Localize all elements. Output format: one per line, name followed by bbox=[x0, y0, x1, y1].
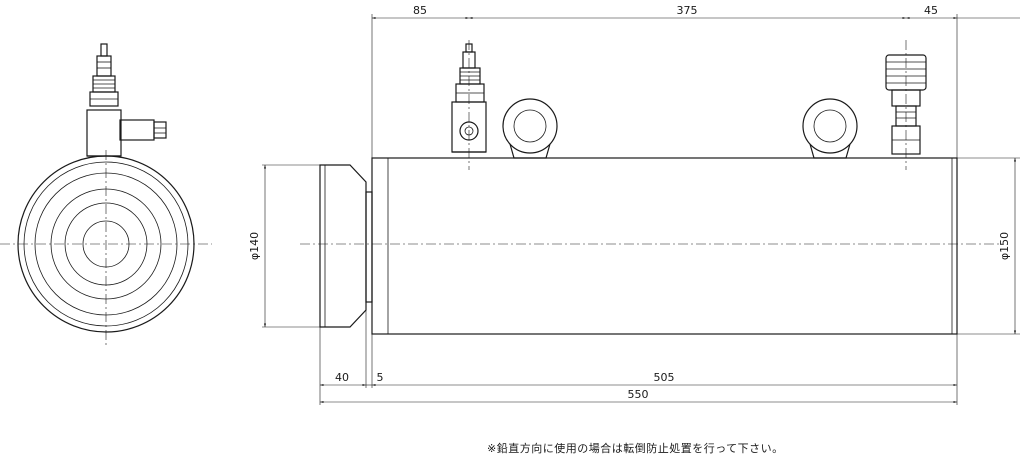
end-view bbox=[0, 43, 212, 345]
dim-top-85: 85 bbox=[413, 4, 427, 17]
side-view bbox=[262, 14, 1020, 405]
dim-top-375: 375 bbox=[677, 4, 698, 17]
dim-bottom-550: 550 bbox=[628, 388, 649, 401]
dim-bottom-5: 5 bbox=[377, 371, 384, 384]
dim-bottom-505: 505 bbox=[654, 371, 675, 384]
usage-note: ※鉛直方向に使用の場合は転倒防止処置を行って下さい。 bbox=[487, 442, 784, 455]
dim-top-45: 45 bbox=[924, 4, 938, 17]
dim-dia-140: φ140 bbox=[248, 232, 261, 260]
dim-dia-150: φ150 bbox=[998, 232, 1011, 260]
dim-bottom-40: 40 bbox=[335, 371, 349, 384]
